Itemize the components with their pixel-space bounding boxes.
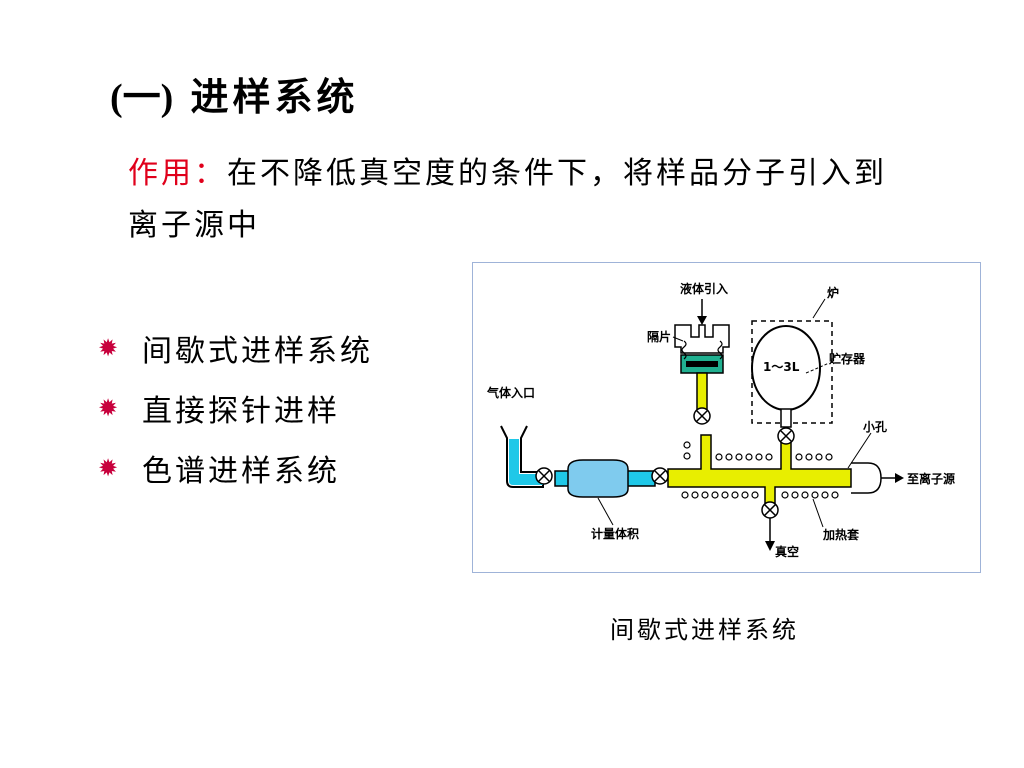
bullet-item: ✹ 色谱进样系统	[98, 438, 373, 498]
title-text: 进样系统	[190, 74, 359, 119]
label-gas-inlet: 气体入口	[486, 385, 535, 400]
bullet-item: ✹ 直接探针进样	[98, 378, 373, 438]
asterisk-bullet-icon: ✹	[98, 394, 122, 422]
bullet-item: ✹ 间歇式进样系统	[98, 318, 373, 378]
inlet-system-diagram: 液体引入 炉 隔片 1～3L 贮存器 气体入口 小孔 至离子源 计量体积 加热套…	[472, 262, 981, 573]
purpose-label: 作用：	[128, 156, 227, 191]
bullet-text: 色谱进样系统	[142, 454, 340, 489]
title-prefix: (一)	[110, 77, 174, 119]
slide-title: (一) 进样系统	[110, 66, 359, 121]
purpose-paragraph: 作用：在不降低真空度的条件下，将样品分子引入到离子源中	[128, 148, 888, 252]
bullet-list: ✹ 间歇式进样系统 ✹ 直接探针进样 ✹ 色谱进样系统	[98, 318, 373, 498]
vacuum-outlet	[765, 518, 775, 551]
heating-coil	[681, 441, 839, 499]
bullet-text: 直接探针进样	[142, 394, 340, 429]
septum-assembly	[674, 299, 730, 412]
asterisk-bullet-icon: ✹	[98, 334, 122, 362]
label-reservoir: 贮存器	[828, 351, 866, 366]
label-furnace: 炉	[827, 285, 839, 300]
valve-icons	[535, 407, 795, 519]
purpose-text: 在不降低真空度的条件下，将样品分子引入到离子源中	[128, 156, 887, 243]
label-volume: 1～3L	[763, 360, 800, 374]
label-to-ion-source: 至离子源	[907, 471, 955, 486]
pinhole-outlet	[847, 432, 904, 494]
label-metering-volume: 计量体积	[591, 526, 639, 541]
asterisk-bullet-icon: ✹	[98, 454, 122, 482]
heated-manifold	[667, 434, 852, 504]
figure-caption: 间歇式进样系统	[610, 616, 799, 644]
leader-lines	[597, 336, 824, 528]
label-liquid-inlet: 液体引入	[680, 281, 728, 296]
metering-volume	[554, 459, 656, 498]
reservoir-furnace	[751, 298, 833, 428]
bullet-text: 间歇式进样系统	[142, 334, 373, 369]
label-pinhole: 小孔	[863, 419, 887, 434]
diagram-svg: 液体引入 炉 隔片 1～3L 贮存器 气体入口 小孔 至离子源 计量体积 加热套…	[486, 281, 955, 559]
label-heating-jacket: 加热套	[822, 527, 860, 542]
label-septum: 隔片	[647, 329, 671, 344]
label-vacuum: 真空	[775, 544, 799, 559]
